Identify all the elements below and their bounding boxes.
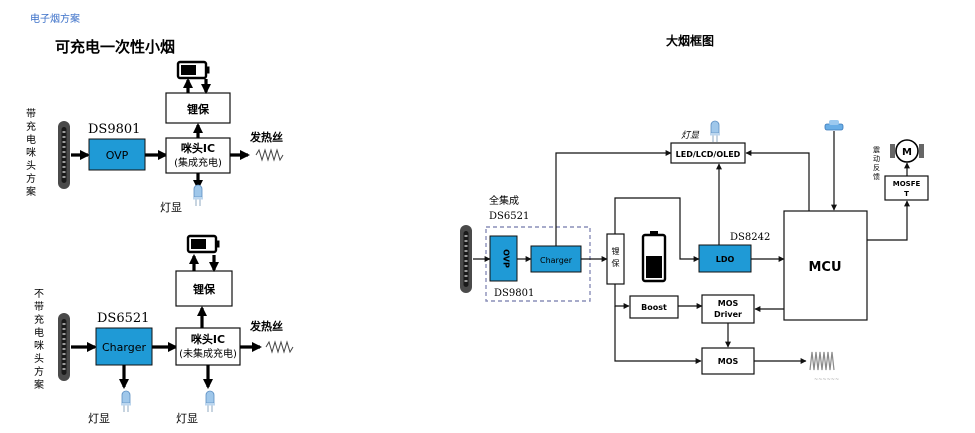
integration-label: 全集成 <box>489 194 519 207</box>
side-char: 充 <box>34 313 44 326</box>
line-mcu-led <box>745 150 810 211</box>
battery-icon <box>641 231 667 283</box>
side-char: 咪 <box>34 340 44 352</box>
battery-icon <box>186 234 221 254</box>
ldo-label: LDO <box>716 255 735 264</box>
side-char: 馈 <box>873 172 880 181</box>
button-icon <box>824 120 844 131</box>
ovp-label: OVP <box>106 149 129 162</box>
mos-block <box>701 347 755 375</box>
mcu-label: MCU <box>808 260 841 275</box>
led-bulb-icon <box>192 184 204 207</box>
side-char: 反 <box>873 163 880 172</box>
side-char: 案 <box>26 185 36 198</box>
right-title: 大烟框图 <box>666 33 714 48</box>
side-char: 不 <box>34 289 44 300</box>
battery-protect-label: 锂保 <box>187 102 210 116</box>
heater-coil-icon: ~~~~~~ <box>809 351 839 383</box>
charger-label: Charger <box>102 341 146 354</box>
vibration-feedback-label: 震 动 反 馈 <box>873 146 880 181</box>
charger-block <box>530 245 582 273</box>
led-label: 灯显 <box>88 412 110 425</box>
usb-c-port-icon <box>58 121 70 189</box>
integration-group <box>485 226 591 302</box>
chip-label-ds8242: DS8242 <box>730 232 770 243</box>
line-batt-mos <box>614 306 702 364</box>
side-char: 头 <box>26 160 36 172</box>
chip-label-ds9801: DS9801 <box>88 122 140 137</box>
mos-driver-label: MOS <box>718 299 739 308</box>
side-char: 咪 <box>26 147 36 159</box>
led-bulb-icon <box>120 390 132 413</box>
line-batt-boost <box>614 284 630 309</box>
svg-text:~~~~~~: ~~~~~~ <box>814 377 839 383</box>
side-char: 电 <box>34 326 44 339</box>
battery-icon <box>176 60 211 80</box>
heat-wire-icon <box>255 148 284 162</box>
mosfet-label: MOSFE <box>893 180 921 188</box>
battery-protect-char: 锂 <box>612 246 620 256</box>
boost-block <box>629 295 679 319</box>
side-label-bottom: 不 带 充 电 咪 头 方 案 <box>34 289 44 391</box>
ovp-label: OVP <box>502 249 511 268</box>
boost-label: Boost <box>641 303 667 312</box>
mic-ic-sub: (集成充电) <box>174 156 222 169</box>
line-mcu-mosfet <box>867 200 910 241</box>
usb-c-port-icon <box>460 225 472 293</box>
side-char: 带 <box>34 301 44 313</box>
usb-c-port-icon <box>58 313 70 381</box>
side-char: 充 <box>26 120 36 133</box>
mos-label: MOS <box>718 357 739 366</box>
side-char: 头 <box>34 353 44 365</box>
led-bulb-icon <box>204 390 216 413</box>
header-fragment: 电子烟方案 <box>30 12 80 25</box>
line-batt-ldo <box>614 197 700 262</box>
chip-label-ds9801: DS9801 <box>494 288 534 299</box>
mos-driver-label: Driver <box>714 310 742 319</box>
battery-protect-block <box>165 92 231 124</box>
mcu-block <box>783 210 868 321</box>
side-char: 方 <box>26 172 36 185</box>
side-char: 案 <box>34 378 44 391</box>
left-title: 可充电一次性小烟 <box>55 38 175 56</box>
motor-icon: M <box>890 139 924 163</box>
motor-label: M <box>902 147 912 158</box>
heat-wire-label: 发热丝 <box>249 319 283 333</box>
heat-wire-label: 发热丝 <box>249 130 283 144</box>
mos-driver-block <box>701 294 755 324</box>
side-label-top: 带 充 电 咪 头 方 案 <box>26 108 36 198</box>
mic-ic-sub: (未集成充电) <box>179 347 237 360</box>
chip-label-ds6521: DS6521 <box>97 311 149 326</box>
led-label: 灯显 <box>160 201 182 214</box>
mic-ic-label: 咪头IC <box>191 332 225 346</box>
side-char: 电 <box>26 133 36 146</box>
led-lcd-oled-label: LED/LCD/OLED <box>676 150 741 159</box>
led-bulb-icon <box>709 120 721 143</box>
charger-label: Charger <box>540 256 573 265</box>
led-label: 灯显 <box>176 412 198 425</box>
mosfet-label: T <box>904 190 909 198</box>
led-caption: 灯显 <box>681 130 700 141</box>
battery-protect-label: 锂保 <box>193 282 216 296</box>
heat-wire-icon <box>265 340 294 354</box>
side-char: 方 <box>34 365 44 378</box>
battery-protect-char: 保 <box>612 258 620 268</box>
side-char: 动 <box>873 154 880 163</box>
mosfet-block <box>884 175 929 201</box>
side-char: 带 <box>26 108 36 120</box>
side-char: 震 <box>873 146 880 154</box>
line-charger-led <box>555 150 672 246</box>
mic-ic-label: 咪头IC <box>181 141 215 155</box>
chip-label-ds6521: DS6521 <box>489 211 529 222</box>
